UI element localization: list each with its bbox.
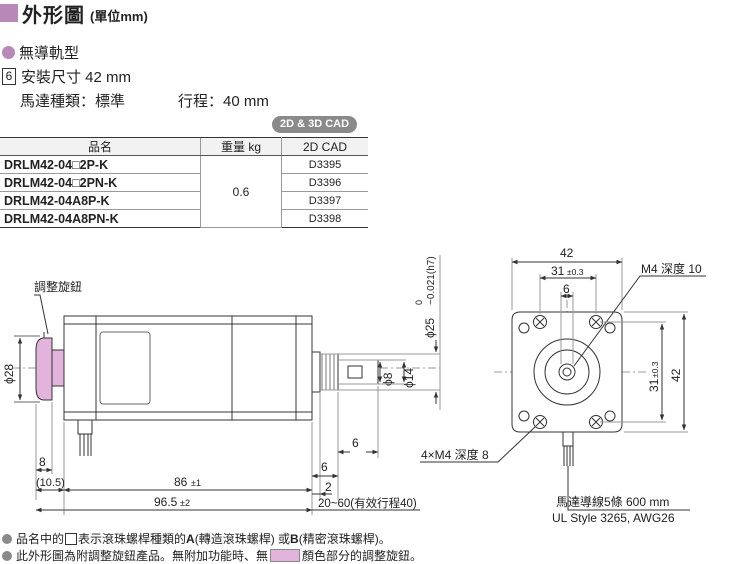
dim-42-top: 42	[560, 246, 574, 260]
note1-B: B	[290, 531, 299, 546]
lead-wire-leader	[567, 466, 690, 511]
cad-link[interactable]: D3398	[281, 209, 368, 228]
knob-label: 調整旋鈕	[34, 279, 82, 294]
dim-4m4-depth8: 4×M4 深度 8	[421, 447, 489, 462]
dim-42-right: 42	[669, 368, 683, 382]
motor-body	[63, 315, 313, 421]
m4-depth10-leader	[573, 275, 706, 367]
dim-6-bottom: 6	[321, 460, 328, 474]
front-shaft-outer	[558, 363, 576, 381]
dim-phi25-tol-lower: −0.021(h7)	[426, 256, 437, 305]
dim-stroke: 20~60(有效行程40)	[318, 496, 417, 510]
footnote-2: 此外形圖為附調整旋鈕產品。無附加功能時、無 顏色部分的調整旋鈕。	[2, 547, 422, 564]
lead-wire-label: 馬達導線5條 600 mm	[556, 494, 669, 509]
page-title: 外形圖 (單位mm)	[0, 0, 148, 27]
model-name: DRLM42-04□2PN-K	[0, 173, 201, 192]
dim-96-5-tol: ±2	[180, 498, 190, 508]
table-row: DRLM42-04□2P-K 0.6 D3395	[0, 155, 368, 228]
front-wire-grommet	[562, 431, 574, 447]
spec-table: 品名 重量 kg 2D CAD DRLM42-04□2P-K 0.6 D3395…	[0, 137, 368, 228]
knob-leader	[34, 294, 49, 335]
note2-part-b: 顏色部分的調整旋鈕。	[302, 549, 423, 563]
dim-6-top: 6	[563, 282, 570, 296]
flange	[311, 351, 321, 393]
header-cad: 2D CAD	[281, 137, 368, 156]
lead-wire-spec: UL Style 3265, AWG26	[552, 511, 675, 525]
motor-window	[99, 331, 151, 405]
stroke-info: 行程：40 mm	[178, 93, 269, 110]
dim-10-5: (10.5)	[36, 477, 65, 489]
dim-31-right: 31	[647, 378, 661, 392]
pink-color-swatch	[270, 549, 301, 562]
blank-box-icon	[65, 532, 78, 545]
size-text: 安裝尺寸 42 mm	[21, 69, 132, 86]
cad-link[interactable]: D3395	[281, 155, 368, 174]
dim-31-right-tol: ±0.3	[650, 361, 660, 378]
front-boss-mid	[544, 349, 590, 395]
side-view: 調整旋鈕 ϕ28 ϕ25 0 −0.021(h7)	[2, 255, 441, 515]
model-name: DRLM42-04A8PN-K	[0, 209, 201, 228]
size-heading: 6 安裝尺寸 42 mm	[2, 66, 131, 87]
dim-86: 86	[174, 475, 188, 489]
4m4-leader	[420, 426, 536, 463]
dim-m4-depth10: M4 深度 10	[641, 261, 702, 276]
dim-phi28: ϕ28	[2, 364, 16, 384]
front-shaft-inner	[562, 367, 572, 377]
cad-link[interactable]: D3396	[281, 173, 368, 192]
model-name: DRLM42-04A8P-K	[0, 191, 201, 210]
dim-6-rod: 6	[352, 436, 359, 450]
table-row: DRLM42-04A8P-K D3397	[0, 191, 368, 210]
dim-phi8: ϕ8	[381, 372, 395, 386]
motor-type: 馬達種類：標準	[20, 93, 126, 110]
note1-part-c: (轉造滾珠螺桿) 或	[194, 532, 291, 546]
note1-part-d: (精密滾珠螺桿)。	[298, 532, 391, 546]
knob-shape	[35, 337, 53, 401]
title-text: 外形圖	[22, 4, 85, 27]
rod-key	[347, 365, 363, 379]
note1-part-b: 表示滾珠螺桿種類的	[78, 532, 187, 546]
weight-value: 0.6	[200, 155, 282, 228]
rod-body	[319, 353, 339, 391]
table-header-row: 品名 重量 kg 2D CAD	[0, 137, 368, 156]
table-row: DRLM42-04A8PN-K D3398	[0, 209, 368, 228]
size-number-box: 6	[2, 68, 16, 85]
cad-download-badge[interactable]: 2D & 3D CAD	[272, 116, 358, 133]
note2-part-a: 此外形圖為附調整旋鈕產品。無附加功能時、無	[16, 549, 269, 563]
wire-grommet	[77, 419, 93, 435]
dim-31-top: 31	[551, 264, 565, 278]
header-weight: 重量 kg	[200, 137, 282, 156]
table-row: DRLM42-04□2PN-K D3396	[0, 173, 368, 192]
title-unit: (單位mm)	[90, 8, 148, 24]
model-name: DRLM42-04□2P-K	[0, 155, 201, 174]
note-bullet-icon	[2, 550, 12, 561]
note-bullet-icon	[2, 533, 12, 544]
dim-86-tol: ±1	[191, 478, 201, 488]
dim-31-top-tol: ±0.3	[567, 267, 584, 277]
front-view: 42 31 ±0.3 6 M4 深度 10 4×M4 深度 8 31 ±0.3 …	[420, 246, 706, 525]
dim-96-5: 96.5	[154, 495, 178, 509]
dim-2: 2	[325, 480, 332, 494]
dim-phi14: ϕ14	[402, 368, 416, 388]
header-model: 品名	[0, 137, 201, 156]
note1-part-a: 品名中的	[16, 532, 65, 546]
knob-hub	[51, 349, 65, 387]
cad-link[interactable]: D3397	[281, 191, 368, 210]
dim-phi25-tol-upper: 0	[414, 300, 424, 305]
front-boss-outer	[533, 338, 601, 406]
type-label: 無導軌型	[19, 45, 80, 62]
type-heading: 無導軌型	[2, 42, 79, 63]
title-marker	[0, 4, 18, 22]
bullet-dot-icon	[2, 46, 15, 59]
dim-8: 8	[39, 455, 46, 469]
dim-phi25: ϕ25	[423, 318, 437, 338]
bolt-holes	[518, 315, 616, 429]
note1-A: A	[186, 531, 195, 546]
